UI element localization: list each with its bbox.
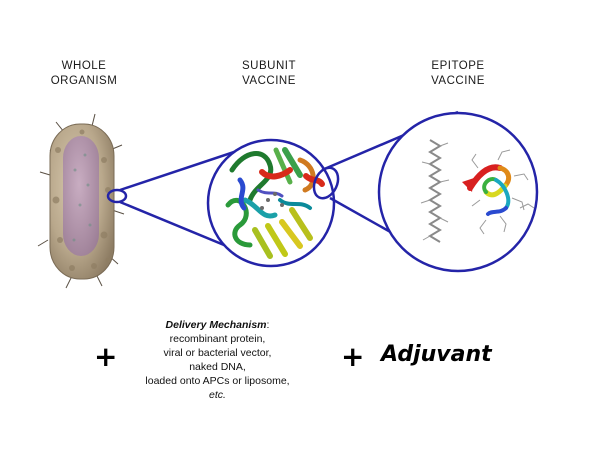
delivery-heading: Delivery Mechanism [165,319,267,331]
title-whole-organism: WHOLE ORGANISM [14,59,154,89]
delivery-etc: etc. [209,389,226,401]
delivery-mechanism-text: Delivery Mechanism: recombinant protein,… [115,318,320,402]
delivery-heading-line: Delivery Mechanism: [115,318,320,332]
title-epitope-vaccine-line2: VACCINE [431,75,485,87]
delivery-line-1: recombinant protein, [169,333,266,345]
delivery-line-3: naked DNA, [189,361,246,373]
delivery-line-2: viral or bacterial vector, [163,347,272,359]
protein-zoom-marker [312,166,340,200]
plus-sign-left: + [94,340,118,373]
title-subunit-vaccine-line1: SUBUNIT [242,60,296,72]
title-epitope-vaccine-line1: EPITOPE [431,60,485,72]
adjuvant-label: Adjuvant [381,342,492,367]
protein-structure-illustration [225,147,325,259]
title-whole-organism-line2: ORGANISM [50,75,118,87]
title-epitope-vaccine: EPITOPE VACCINE [388,59,528,89]
delivery-heading-colon: : [266,319,270,331]
plus-sign-right: + [341,340,365,373]
title-subunit-vaccine: SUBUNIT VACCINE [199,59,339,89]
title-subunit-vaccine-line2: VACCINE [242,75,296,87]
epitope-zoom-circle [377,111,539,273]
bacterium-zoom-marker [106,188,128,204]
peptide-epitope-illustration [420,139,535,243]
bacterium-illustration [37,113,125,289]
title-whole-organism-line1: WHOLE [61,60,107,72]
delivery-line-4: loaded onto APCs or liposome, [145,375,290,387]
subunit-zoom-circle [206,138,336,268]
